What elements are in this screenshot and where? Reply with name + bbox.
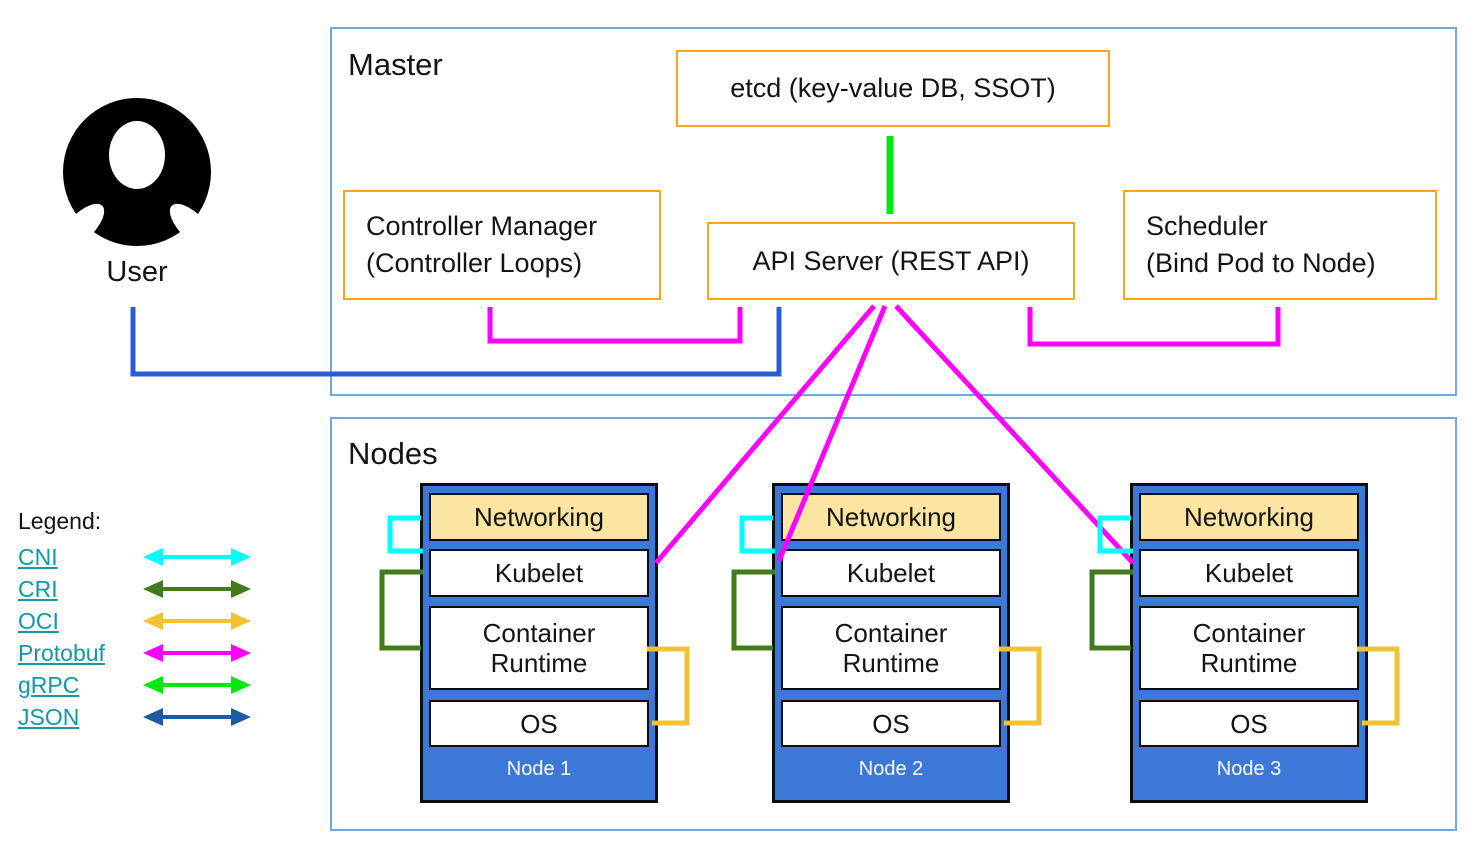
node-1: Networking Kubelet Container Runtime OS … [420, 483, 658, 803]
scheduler-box: Scheduler (Bind Pod to Node) [1123, 190, 1437, 300]
cri-double-arrow-icon [143, 580, 251, 598]
legend-row-cri: CRI [18, 573, 252, 605]
networking-box: Networking [1139, 493, 1359, 541]
kubelet-box: Kubelet [1139, 549, 1359, 597]
oci-double-arrow-icon [143, 612, 251, 630]
os-box: OS [429, 700, 649, 747]
legend-title: Legend: [18, 508, 102, 534]
api-server-box: API Server (REST API) [707, 222, 1075, 300]
legend-row-protobuf: Protobuf [18, 637, 252, 669]
node-name: Node 3 [1216, 757, 1282, 780]
container-runtime-box: Container Runtime [781, 606, 1001, 690]
node-3: Networking Kubelet Container Runtime OS … [1130, 483, 1368, 803]
cni-double-arrow-icon [143, 548, 251, 566]
json-link[interactable]: JSON [18, 703, 80, 730]
oci-link[interactable]: OCI [18, 607, 59, 634]
protobuf-link[interactable]: Protobuf [18, 639, 105, 666]
legend-row-grpc: gRPC [18, 669, 252, 701]
cni-link[interactable]: CNI [18, 543, 58, 570]
master-title: Master [348, 47, 443, 82]
controller-manager-box: Controller Manager (Controller Loops) [343, 190, 661, 300]
networking-box: Networking [429, 493, 649, 541]
json-double-arrow-icon [143, 708, 251, 726]
user-label: User [106, 256, 168, 288]
kubelet-box: Kubelet [781, 549, 1001, 597]
os-box: OS [1139, 700, 1359, 747]
user-icon [57, 98, 217, 251]
master-container-box [330, 27, 1457, 396]
legend-row-oci: OCI [18, 605, 252, 637]
etcd-box: etcd (key-value DB, SSOT) [676, 50, 1110, 127]
nodes-title: Nodes [348, 436, 438, 471]
container-runtime-box: Container Runtime [429, 606, 649, 690]
legend-row-cni: CNI [18, 541, 252, 573]
os-box: OS [781, 700, 1001, 747]
grpc-link[interactable]: gRPC [18, 671, 80, 698]
networking-box: Networking [781, 493, 1001, 541]
legend-row-json: JSON [18, 701, 252, 733]
node-2: Networking Kubelet Container Runtime OS … [772, 483, 1010, 803]
node-name: Node 2 [858, 757, 924, 780]
legend: Legend: CNI CRI OCI Protobuf [18, 508, 252, 733]
kubelet-box: Kubelet [429, 549, 649, 597]
node-name: Node 1 [506, 757, 572, 780]
container-runtime-box: Container Runtime [1139, 606, 1359, 690]
nodes-container-box [330, 417, 1457, 831]
cri-link[interactable]: CRI [18, 575, 58, 602]
protobuf-double-arrow-icon [143, 644, 251, 662]
grpc-double-arrow-icon [143, 676, 251, 694]
